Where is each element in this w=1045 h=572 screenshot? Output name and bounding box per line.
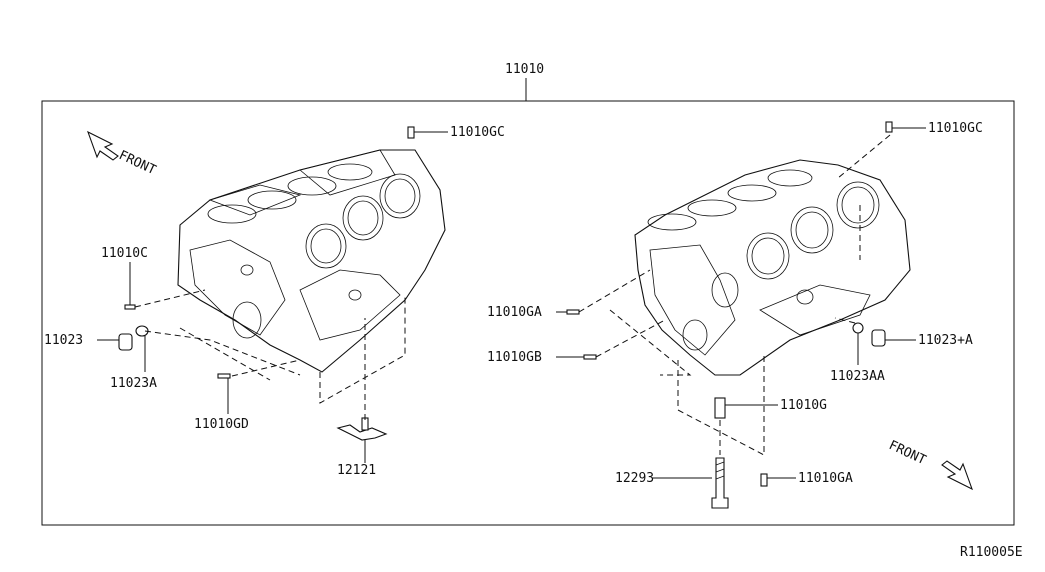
bolt-icon: [711, 457, 729, 509]
front-label-right: FRONT: [886, 438, 928, 468]
callout-l-11010gd: 11010GD: [194, 417, 249, 432]
reference-code: R110005E: [960, 545, 1023, 560]
callout-l-11023a: 11023A: [110, 376, 157, 391]
callout-r-11010g: 11010G: [780, 398, 827, 413]
callout-r-11010ga-bottom: 11010GA: [798, 471, 853, 486]
callout-l-11010gc: 11010GC: [450, 125, 505, 140]
callout-r-11023plus: 11023+A: [918, 333, 973, 348]
left-plug-icon: [118, 126, 415, 379]
callout-r-12293: 12293: [615, 471, 654, 486]
right-plug-icon: [566, 121, 893, 487]
right-cylinder-block: [634, 159, 911, 376]
left-cylinder-block: [177, 149, 446, 373]
diagram-frame: [41, 100, 1015, 526]
front-label-left: FRONT: [116, 148, 158, 178]
callout-r-11010ga-top: 11010GA: [487, 305, 542, 320]
assembly-label: 11010: [505, 62, 544, 77]
callout-r-11010gc: 11010GC: [928, 121, 983, 136]
callout-r-11023aa: 11023AA: [830, 369, 885, 384]
front-arrow-left-icon: [87, 130, 119, 161]
callout-l-11010c: 11010C: [101, 246, 148, 261]
callout-l-12121: 12121: [337, 463, 376, 478]
front-arrow-right-icon: [941, 460, 973, 491]
callout-r-11010gb: 11010GB: [487, 350, 542, 365]
oil-jet-icon: [336, 417, 388, 441]
callout-l-11023: 11023: [44, 333, 83, 348]
